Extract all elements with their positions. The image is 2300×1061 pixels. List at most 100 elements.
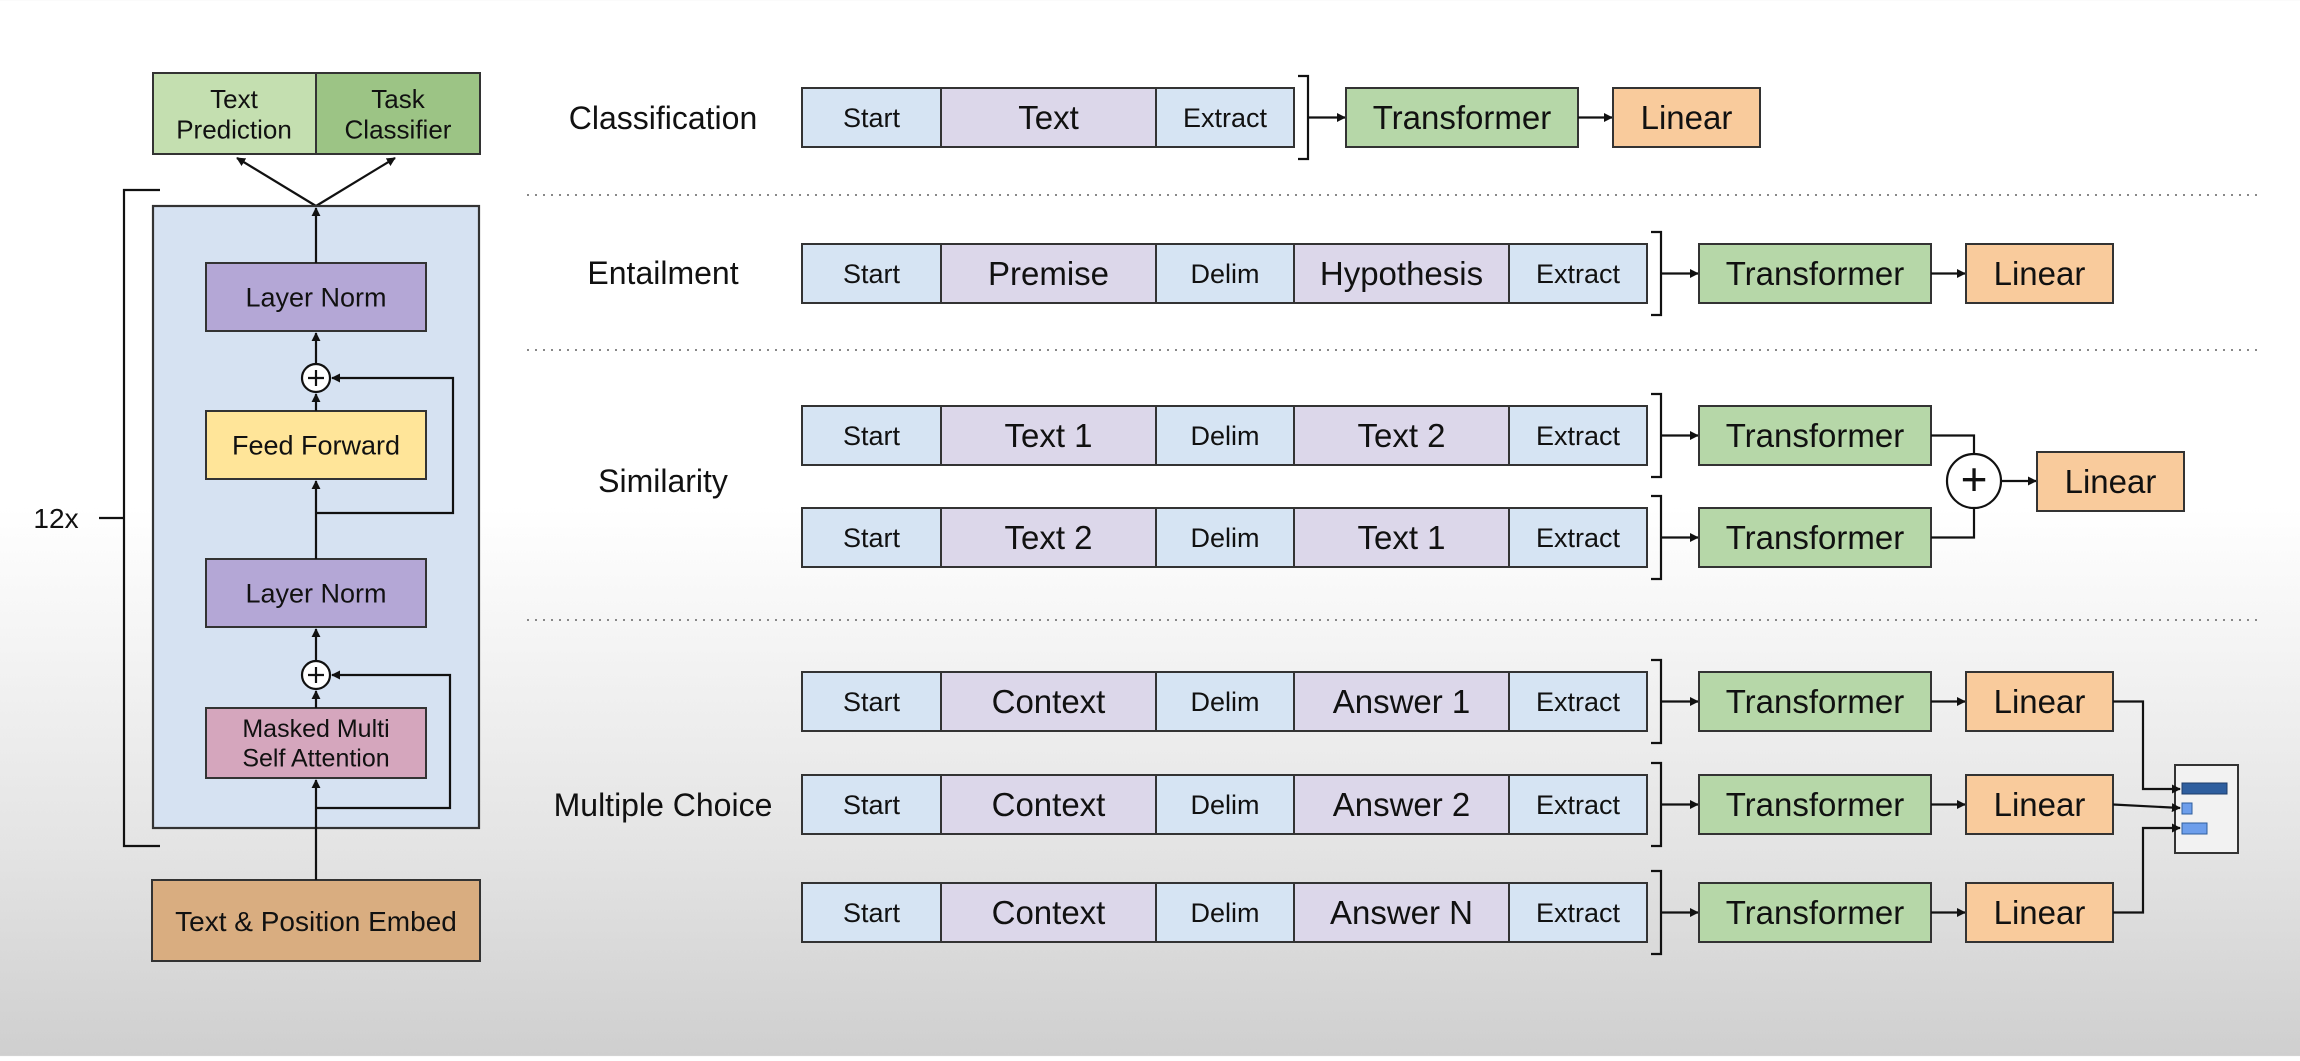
sequence-bracket [1651, 869, 1663, 956]
token-answer-n [1293, 882, 1510, 943]
linear-label: Linear [1994, 894, 2086, 931]
token-text-1 [940, 405, 1157, 466]
linear-label: Linear [1994, 786, 2086, 823]
feed-forward-label: Feed Forward [232, 430, 400, 460]
layer-norm-bottom [205, 558, 427, 628]
transformer-label: Transformer [1726, 683, 1904, 720]
transformer-label: Transformer [1726, 519, 1904, 556]
linear-box [1612, 87, 1761, 148]
task-label: Multiple Choice [554, 787, 773, 823]
token-label: Delim [1190, 259, 1259, 289]
sum-symbol: + [1961, 453, 1988, 505]
token-extract [1508, 507, 1648, 568]
residual-skip-ff [316, 373, 455, 515]
linear-box [1965, 882, 2114, 943]
token-sequence-row: Start Text Extract Transformer Linear [801, 74, 1761, 161]
token-extract [1508, 774, 1648, 835]
token-delim [1155, 671, 1295, 732]
linear-box [2036, 451, 2185, 512]
token-extract [1508, 671, 1648, 732]
token-hypothesis [1293, 243, 1510, 304]
linear-box [1965, 671, 2114, 732]
transformer-label: Transformer [1726, 894, 1904, 931]
token-label: Delim [1190, 523, 1259, 553]
arrow-to-text-prediction [236, 157, 317, 207]
feed-forward-box [205, 410, 427, 480]
linear-label: Linear [1641, 99, 1733, 136]
linear-box [1965, 243, 2114, 304]
sequence-bracket [1651, 761, 1663, 848]
transformer-label: Transformer [1373, 99, 1551, 136]
linear-label: Linear [2065, 463, 2157, 500]
linear-label: Linear [1994, 683, 2086, 720]
merge-line [1931, 434, 1976, 453]
transformer-label: Transformer [1726, 786, 1904, 823]
transformer-box [1698, 882, 1932, 943]
token-start [801, 671, 942, 732]
task-label: Classification [569, 100, 758, 136]
token-label: Text 1 [1357, 519, 1445, 556]
arrow-to-softmax [2113, 823, 2181, 914]
token-label: Text 1 [1004, 417, 1092, 454]
token-label: Start [843, 259, 901, 289]
token-answer-2 [1293, 774, 1510, 835]
token-label: Answer 1 [1333, 683, 1471, 720]
token-text-1 [1293, 507, 1510, 568]
residual-add-top [300, 362, 332, 394]
transformer-box [1345, 87, 1579, 148]
arrow-to-softmax [2113, 700, 2181, 794]
sequence-bracket [1651, 658, 1663, 745]
sequence-bracket [1651, 494, 1663, 581]
task-label: Entailment [587, 255, 738, 291]
transformer-box [1698, 243, 1932, 304]
token-start [801, 774, 942, 835]
transformer-label: Transformer [1726, 417, 1904, 454]
layer-norm-top-label: Layer Norm [245, 282, 386, 312]
token-label: Context [992, 683, 1106, 720]
token-label: Extract [1536, 421, 1621, 451]
token-label: Context [992, 894, 1106, 931]
repeat-count: 12x [33, 503, 78, 534]
task-label: Similarity [598, 463, 728, 499]
softmax-bar-3 [2181, 822, 2208, 835]
token-label: Text [1018, 99, 1079, 136]
attention-box [205, 707, 427, 779]
residual-add-bottom [300, 659, 332, 691]
token-label: Extract [1536, 898, 1621, 928]
token-text-2 [940, 507, 1157, 568]
token-context [940, 882, 1157, 943]
token-extract [1155, 87, 1295, 148]
token-extract [1508, 405, 1648, 466]
token-label: Extract [1183, 103, 1268, 133]
token-label: Text 2 [1357, 417, 1445, 454]
token-label: Start [843, 790, 901, 820]
token-label: Start [843, 898, 901, 928]
sequence-bracket [1651, 230, 1663, 317]
embed-box [151, 879, 481, 962]
token-label: Start [843, 523, 901, 553]
token-label: Context [992, 786, 1106, 823]
text-prediction-head [152, 72, 317, 155]
token-label: Extract [1536, 790, 1621, 820]
token-context [940, 671, 1157, 732]
token-label: Delim [1190, 790, 1259, 820]
task-classification: Classification Start Text Extract Transforme… [527, 74, 2260, 196]
token-delim [1155, 774, 1295, 835]
token-label: Delim [1190, 687, 1259, 717]
token-label: Extract [1536, 259, 1621, 289]
softmax-bar-1 [2181, 782, 2228, 795]
token-start [801, 882, 942, 943]
token-label: Delim [1190, 421, 1259, 451]
token-label: Start [843, 103, 901, 133]
token-text [940, 87, 1157, 148]
